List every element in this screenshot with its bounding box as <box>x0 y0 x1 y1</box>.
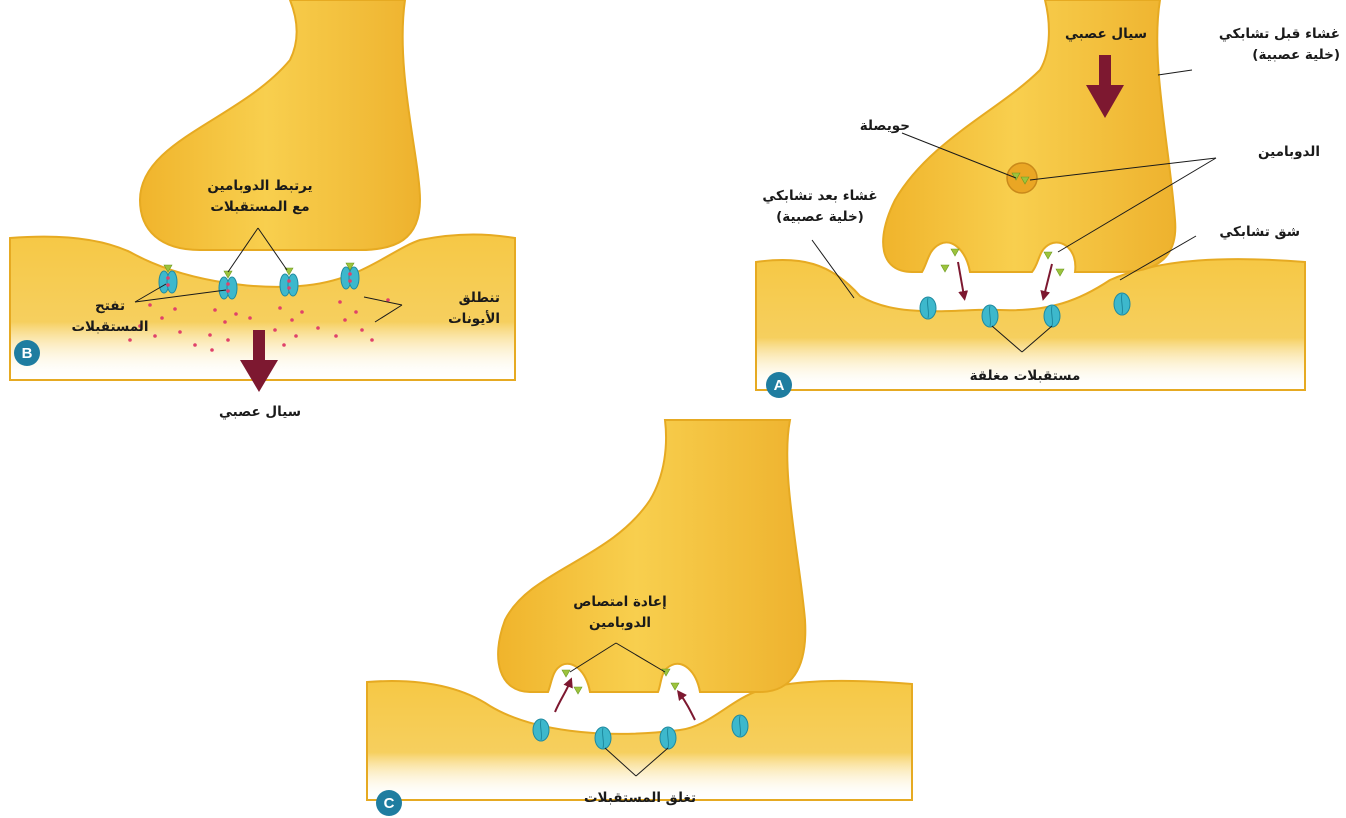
dopamine-label: الدوبامين <box>1200 142 1320 163</box>
receptors-open-line2: المستقبلات <box>60 317 160 338</box>
vesicle-label: حويصلة <box>810 116 910 137</box>
panel-b-badge: B <box>14 340 40 366</box>
ions-released-line2: الأيونات <box>400 309 500 330</box>
receptors-close-label: تغلق المستقبلات <box>560 788 720 809</box>
dopamine-binds-line1: يرتبط الدوبامين <box>170 176 350 197</box>
ions-released-line1: تنطلق <box>400 288 500 309</box>
presynaptic-membrane-label: غشاء قبل تشابكي (خلية عصبية) <box>1180 24 1340 66</box>
postsynaptic-cell-text: (خلية عصبية) <box>740 207 900 228</box>
presynaptic-membrane-text: غشاء قبل تشابكي <box>1180 24 1340 45</box>
panel-b-nerve-impulse-label: سيال عصبي <box>200 402 320 423</box>
panel-c-presynaptic-terminal <box>498 420 805 692</box>
panel-c-postsynaptic-membrane <box>367 681 912 800</box>
reuptake-line1: إعادة امتصاص <box>540 592 700 613</box>
panel-a-badge: A <box>766 372 792 398</box>
dopamine-binds-line2: مع المستقبلات <box>170 197 350 218</box>
ions-released-label: تنطلق الأيونات <box>400 288 500 330</box>
closed-receptors-label: مستقبلات مغلقة <box>940 366 1110 387</box>
synaptic-cleft-label: شق تشابكي <box>1180 222 1300 243</box>
reuptake-line2: الدوبامين <box>540 613 700 634</box>
receptors-open-line1: تفتح <box>60 296 160 317</box>
dopamine-binds-label: يرتبط الدوبامين مع المستقبلات <box>170 176 350 218</box>
postsynaptic-membrane-label: غشاء بعد تشابكي (خلية عصبية) <box>740 186 900 228</box>
receptors-open-label: تفتح المستقبلات <box>60 296 160 338</box>
postsynaptic-membrane-text: غشاء بعد تشابكي <box>740 186 900 207</box>
panel-c-badge: C <box>376 790 402 816</box>
presynaptic-cell-text: (خلية عصبية) <box>1180 45 1340 66</box>
panel-a-nerve-impulse-label: سيال عصبي <box>1042 24 1170 45</box>
reuptake-label: إعادة امتصاص الدوبامين <box>540 592 700 634</box>
